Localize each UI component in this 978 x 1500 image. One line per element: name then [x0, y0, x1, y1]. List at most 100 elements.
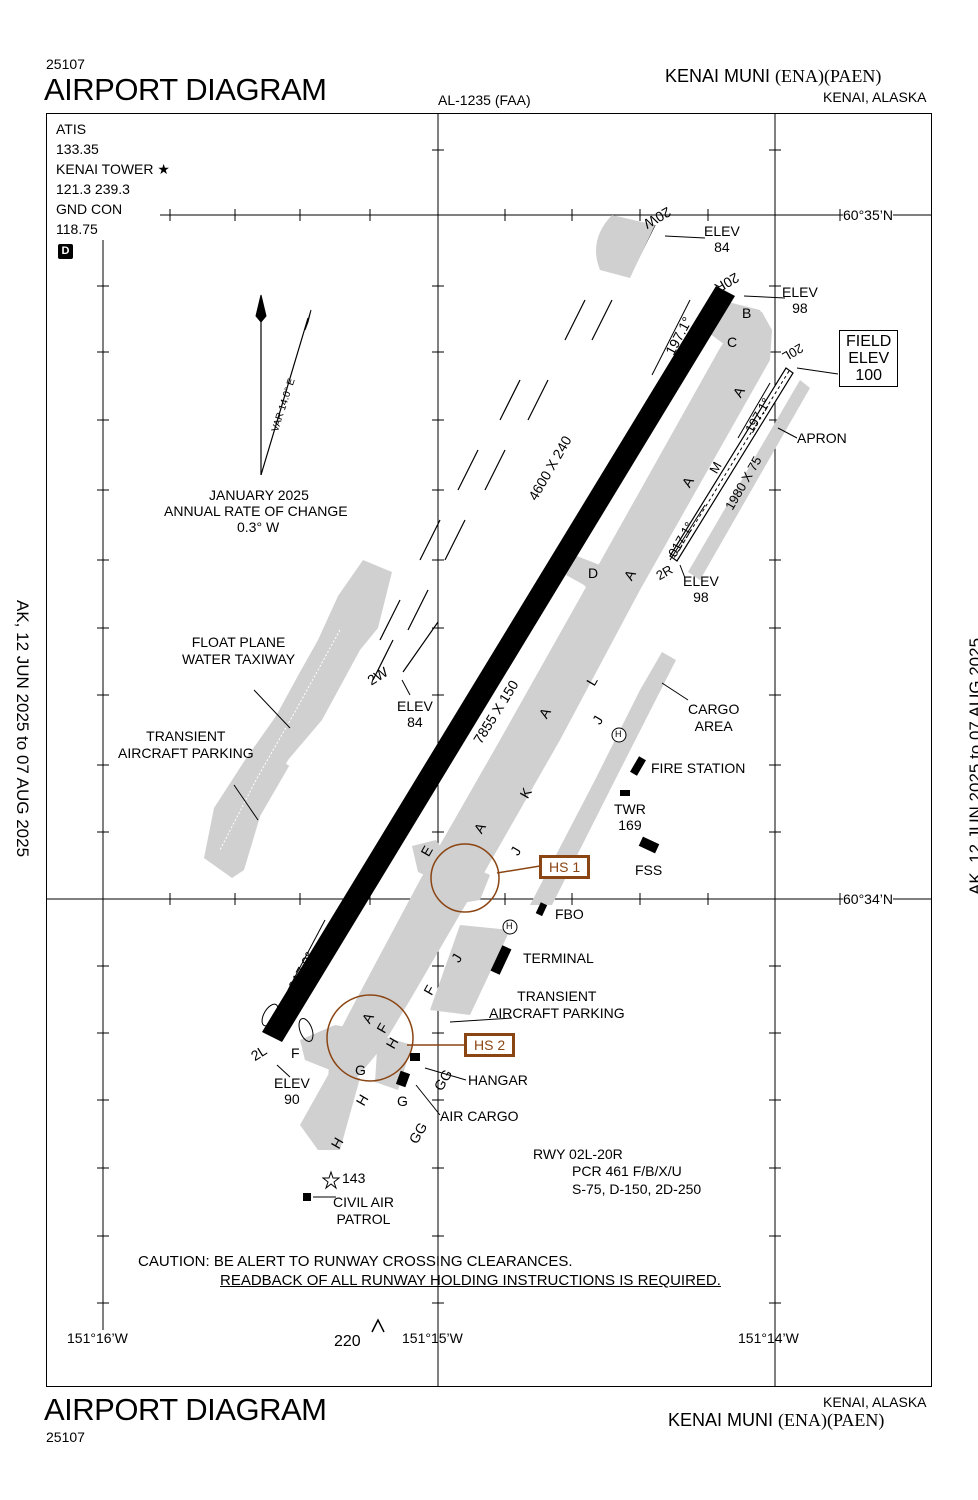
water-runway-end-pad — [596, 215, 655, 278]
heliport-south-label: H — [506, 921, 513, 931]
transient-west-line1: TRANSIENT — [146, 728, 226, 744]
var-date: JANUARY 2025 — [209, 487, 309, 503]
footer-chart-number: 25107 — [46, 1429, 85, 1445]
leader-lines — [233, 235, 839, 1198]
civil-air-line1: CIVIL AIR — [333, 1194, 394, 1210]
cargo-area-line1: CARGO — [688, 701, 740, 717]
transient-parking-west-label: TRANSIENT AIRCRAFT PARKING — [118, 728, 254, 762]
runway-02l-20r — [262, 286, 735, 1042]
taxiway-label-d: D — [588, 565, 599, 581]
elev-20w-label: ELEV — [704, 223, 740, 239]
lat-north-label: 60°35’N — [843, 207, 893, 223]
fire-station-building — [630, 756, 646, 776]
var-rate: 0.3° W — [237, 519, 280, 535]
tower-label-map: TWR 169 — [614, 801, 646, 833]
seaplane-symbol-2 — [298, 1018, 314, 1042]
lon-west-label: 151°16’W — [67, 1330, 128, 1346]
caution-line1: CAUTION: BE ALERT TO RUNWAY CROSSING CLE… — [138, 1253, 573, 1270]
air-cargo-building — [395, 1070, 411, 1088]
float-plane-line1: FLOAT PLANE — [191, 634, 286, 650]
gnd-freq: 118.75 — [56, 221, 98, 237]
footer-airport: KENAI MUNI (ENA)(PAEN) — [668, 1410, 884, 1431]
mark-220-symbol — [371, 1318, 385, 1333]
atis-label: ATIS — [56, 121, 87, 137]
gnd-label: GND CON — [56, 201, 123, 217]
heliport-symbols — [502, 727, 627, 935]
airport-name-header: KENAI MUNI (ENA)(PAEN) — [665, 66, 881, 87]
north-arrow-magnetic — [260, 309, 312, 476]
elev-2r-value: 98 — [693, 589, 709, 605]
tower-freq: 121.3 239.3 — [56, 181, 130, 197]
diagram-frame — [46, 113, 932, 1387]
taxiway-label-f3: F — [291, 1045, 300, 1061]
obstacle-star — [321, 1170, 341, 1190]
taxiway-label-g1: G — [355, 1062, 366, 1078]
hot-spot-1-circle — [430, 843, 500, 913]
runway-info-line2: PCR 461 F/B/X/U — [572, 1163, 682, 1179]
elev-2w: ELEV 84 — [397, 698, 433, 730]
elev-20r-value: 98 — [792, 300, 808, 316]
twr-height: 169 — [618, 817, 642, 833]
caution-line2: READBACK OF ALL RUNWAY HOLDING INSTRUCTI… — [220, 1272, 721, 1289]
elev-2l-value: 90 — [284, 1091, 300, 1107]
field-elev-label-1: FIELD — [846, 333, 892, 350]
tower-building — [620, 790, 630, 796]
footer-title: AIRPORT DIAGRAM — [44, 1392, 327, 1427]
elev-20r-label: ELEV — [782, 284, 818, 300]
north-arrow-true — [255, 294, 267, 475]
d-atis-badge: D — [58, 244, 73, 259]
transient-east-line1: TRANSIENT — [517, 988, 597, 1004]
buildings — [303, 756, 660, 1201]
float-plane-label: FLOAT PLANE WATER TAXIWAY — [182, 634, 295, 668]
taxiway-label-b: B — [742, 305, 752, 321]
fss-label: FSS — [635, 862, 663, 878]
elev-2l-label: ELEV — [274, 1075, 310, 1091]
elev-2r-label: ELEV — [683, 573, 719, 589]
var-rate-label: ANNUAL RATE OF CHANGE — [164, 503, 348, 519]
fire-station-label: FIRE STATION — [651, 760, 746, 776]
taxiway-system — [300, 300, 810, 1150]
airport-ids: (ENA)(PAEN) — [775, 66, 882, 86]
elev-2w-label: ELEV — [397, 698, 433, 714]
civil-air-patrol-label: CIVIL AIR PATROL — [333, 1194, 394, 1228]
elev-20r: ELEV 98 — [782, 284, 818, 316]
hot-spot-1-label: HS 1 — [539, 855, 591, 879]
footer-airport-name: KENAI MUNI — [668, 1410, 774, 1430]
civil-air-line2: PATROL — [336, 1211, 391, 1227]
elev-2l: ELEV 90 — [274, 1075, 310, 1107]
field-elev-label-2: ELEV — [848, 350, 890, 367]
terminal-label: TERMINAL — [523, 950, 594, 966]
chart-number: 25107 — [46, 56, 85, 72]
tower-label: KENAI TOWER ★ — [56, 161, 170, 177]
float-plane-area — [204, 560, 392, 878]
hot-spot-1-leader — [496, 865, 541, 874]
field-elevation-box: FIELD ELEV 100 — [839, 330, 899, 387]
hot-spot-2-circle — [326, 994, 414, 1082]
page-title: AIRPORT DIAGRAM — [44, 72, 327, 107]
transient-parking-east-label: TRANSIENT AIRCRAFT PARKING — [489, 988, 625, 1022]
lon-east-label: 151°14’W — [738, 1330, 799, 1346]
fss-building — [638, 836, 660, 854]
elev-2r: ELEV 98 — [683, 573, 719, 605]
twr-label: TWR — [614, 801, 646, 817]
terminal-building — [490, 945, 512, 975]
fbo-building — [535, 902, 548, 917]
hangar-building — [410, 1053, 420, 1061]
air-cargo-label: AIR CARGO — [440, 1108, 519, 1124]
fbo-label: FBO — [555, 906, 584, 922]
footer-location: KENAI, ALASKA — [823, 1394, 927, 1410]
apron-label: APRON — [797, 430, 847, 446]
seaplane-symbol — [261, 1003, 279, 1027]
elev-2w-value: 84 — [407, 714, 423, 730]
runway-02r-20l — [669, 367, 794, 562]
hangar-label: HANGAR — [468, 1072, 528, 1088]
transient-east-line2: AIRCRAFT PARKING — [489, 1005, 625, 1021]
runway-info-line1: RWY 02L-20R — [533, 1146, 623, 1162]
civil-air-patrol-building — [303, 1193, 311, 1201]
al-number: AL-1235 (FAA) — [438, 92, 531, 108]
heliport-north-label: H — [615, 729, 622, 739]
transient-west-line2: AIRCRAFT PARKING — [118, 745, 254, 761]
lat-south-label: 60°34’N — [843, 891, 893, 907]
airport-name: KENAI MUNI — [665, 66, 771, 86]
